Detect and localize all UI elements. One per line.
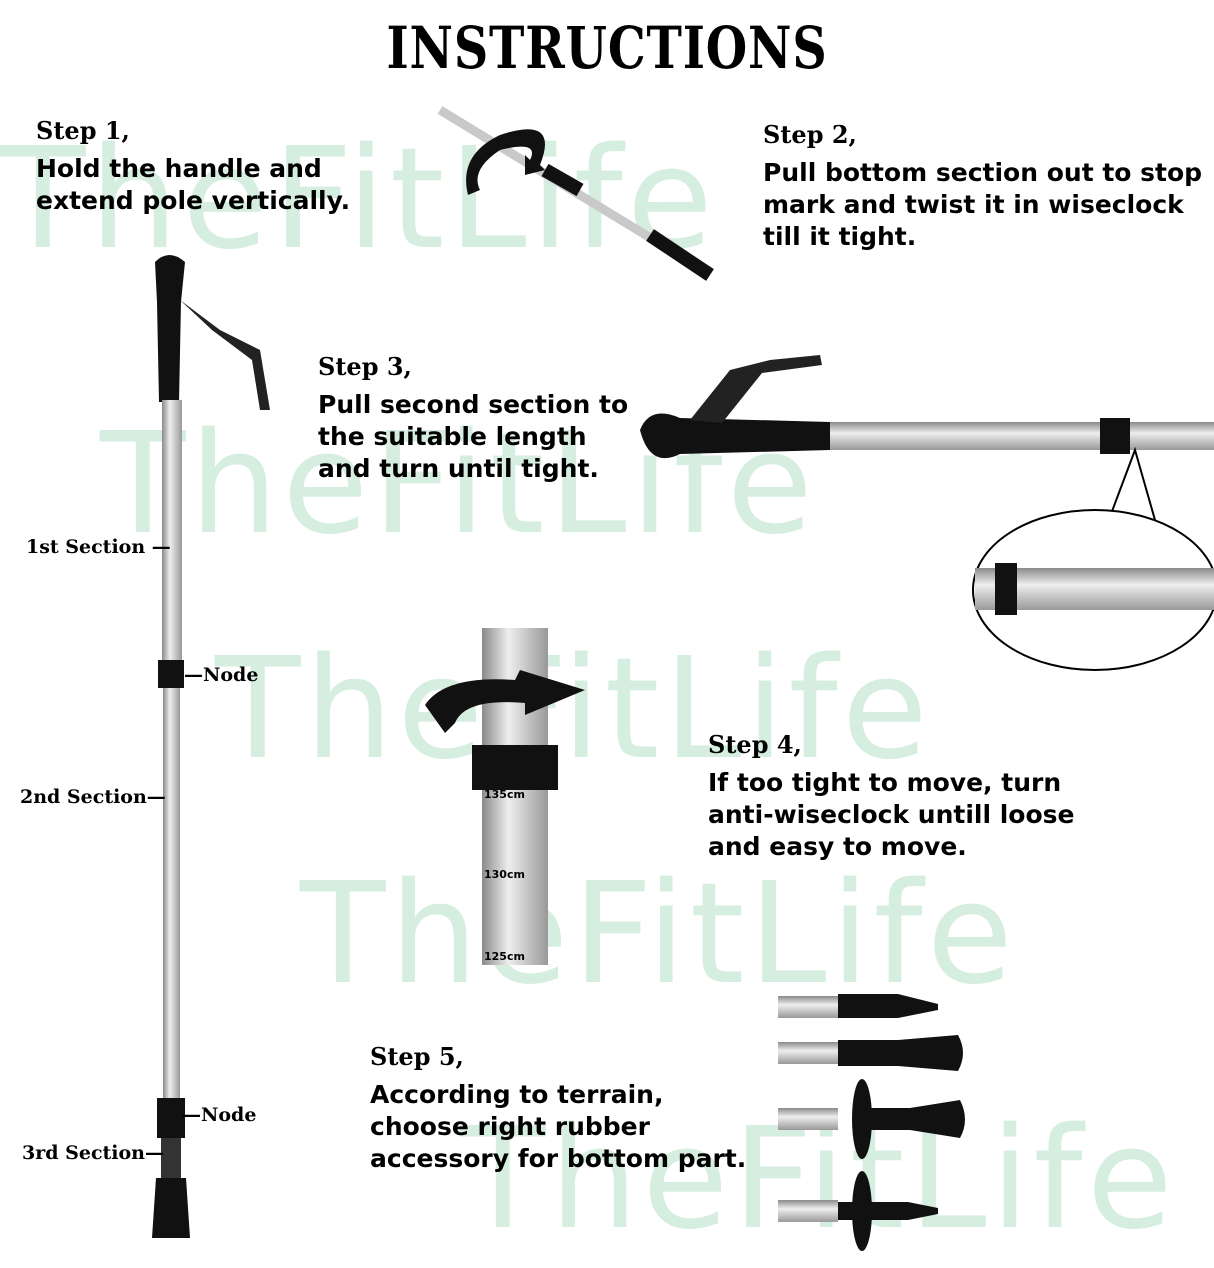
label-node-2: —Node [182, 1104, 257, 1126]
closeup-mark: 130cm [484, 868, 525, 881]
step-1: Step 1, Hold the handle and extend pole … [36, 116, 356, 217]
label-1st-section: 1st Section — [26, 536, 171, 558]
step-heading: Step 5, [370, 1042, 464, 1071]
step-text: Hold the handle and extend pole vertical… [36, 154, 351, 215]
page-title: INSTRUCTIONS [386, 14, 828, 82]
step-4: Step 4, If too tight to move, turn anti-… [708, 730, 1128, 863]
vertical-pole [152, 255, 270, 1238]
step-5: Step 5, According to terrain, choose rig… [370, 1042, 760, 1175]
closeup-tube [425, 628, 585, 965]
label-2nd-section: 2nd Section— [20, 786, 166, 808]
step-heading: Step 3, [318, 352, 412, 381]
watermark: TheFitLife [300, 853, 1017, 1016]
step-heading: Step 2, [763, 120, 857, 149]
horizontal-pole [640, 355, 1214, 671]
step-text: If too tight to move, turn anti-wisecloc… [708, 768, 1075, 861]
watermark: TheFitLife [215, 628, 932, 791]
step-heading: Step 1, [36, 116, 130, 145]
closeup-mark: 125cm [484, 950, 525, 963]
diagonal-pole [437, 106, 714, 281]
rubber-tips [778, 994, 965, 1251]
step-3: Step 3, Pull second section to the suita… [318, 352, 638, 485]
step-text: Pull second section to the suitable leng… [318, 390, 629, 483]
step-2: Step 2, Pull bottom section out to stop … [763, 120, 1213, 253]
step-text: According to terrain, choose right rubbe… [370, 1080, 747, 1173]
step-text: Pull bottom section out to stop mark and… [763, 158, 1203, 251]
label-3rd-section: 3rd Section— [22, 1142, 164, 1164]
label-node-1: —Node [184, 664, 259, 686]
watermark: TheFitLife [460, 1098, 1177, 1261]
step-heading: Step 4, [708, 730, 802, 759]
closeup-mark: 135cm [484, 788, 525, 801]
